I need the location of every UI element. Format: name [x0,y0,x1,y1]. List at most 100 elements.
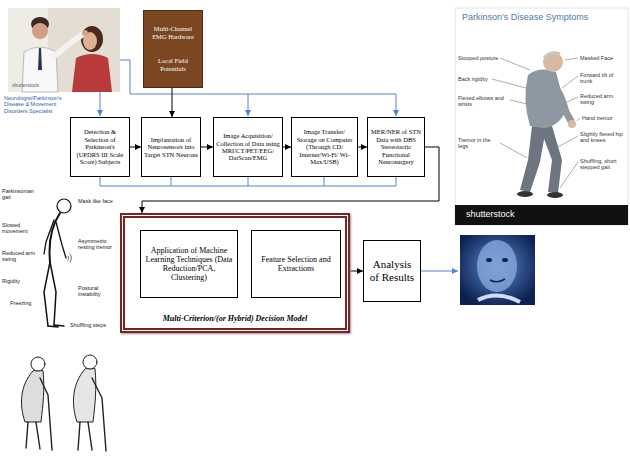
symptom-label: Freezing [10,300,40,306]
parkinsonian-figure [50,262,56,325]
symptom-label: Forward tilt of trunk [580,72,625,85]
symptoms-poster [547,192,563,198]
flow-arrow [350,271,363,272]
elderly-sketch [83,355,97,369]
box-text: Local Field Potentials [147,57,199,73]
symptom-label: Postural instability [78,285,118,298]
doctor-patient-photo [81,26,103,52]
data-flow-line [100,92,101,116]
symptoms-poster [565,58,578,60]
symptoms-poster [520,126,546,192]
parkinsonian-figure [44,199,72,327]
process-box: Image Acquisition/ Collection of Data us… [213,117,283,177]
flow-arrow [283,147,291,148]
doctor-patient-photo [8,8,120,92]
process-box: Application of Machine Learning Techniqu… [140,230,238,298]
symptoms-poster [492,79,526,88]
symptom-label: Parkinsonian gait [2,188,42,201]
patient-face-image [502,258,508,262]
box-text: Image Transfer/ Storage on Computer (Thr… [294,128,355,165]
doctor-patient-photo [32,23,48,39]
box-text: Application of Machine Learning Techniqu… [144,246,234,283]
symptoms-poster [455,8,628,225]
hardware-box: Multi-Channel EMG HardwareLocal Field Po… [143,10,203,88]
patient-face-image [478,295,520,302]
data-flow-line [248,94,249,116]
parkinsonian-figure [49,213,60,262]
flow-arrow [130,147,141,148]
process-box: Feature Selection and Extractions [251,230,341,298]
symptoms-poster [455,8,628,225]
symptom-label: Tremor in the legs [458,137,498,150]
parkinsonian-figure [57,199,71,213]
symptoms-poster [556,136,578,148]
symptom-label: Reduced arm swing [2,250,38,263]
symptom-label: Shuffling steps [70,322,116,328]
photo-caption: Neurologist/Parkinson's Disease & Moveme… [4,95,66,114]
elderly-sketch [31,357,45,371]
box-text: Multi-Channel EMG Hardware [147,25,199,41]
symptom-label: Shuffling, short stepped gait [580,158,625,171]
elderly-sketch [21,355,106,451]
watermark: shutterstock [12,83,62,89]
doctor-patient-photo [54,34,83,56]
symptoms-poster [560,162,578,188]
parkinsonian-figure [44,220,54,254]
process-box: Implantation of Neurosensors into Target… [141,117,201,177]
symptom-label: Asymmetric resting tremor [78,238,118,251]
box-text: Feature Selection and Extractions [255,255,337,273]
watermark: shutterstock [466,209,546,219]
result-box: Analysis of Results [363,240,421,302]
symptom-label: Rigidity [2,278,38,284]
symptoms-poster [517,191,533,197]
symptom-label: Stooped posture [458,55,500,61]
symptom-label: Flexed elbows and wrists [458,95,508,108]
symptoms-poster [577,118,580,121]
symptoms-poster [543,52,563,72]
data-flow-line [421,271,458,272]
parkinsonian-figure [48,325,64,327]
symptom-label: Back rigidity [458,76,492,82]
elderly-sketch [73,369,95,422]
patient-face-image [460,235,535,305]
box-text: Detection & Selection of Parkinson's (UP… [73,128,127,165]
elderly-sketch [26,378,52,450]
decision-model-frame: Multi-Criterion/(or Hybrid) Decision Mod… [120,213,350,333]
doctor-patient-photo [38,48,42,70]
patient-face-image [486,258,492,262]
symptoms-poster [455,205,628,225]
parkinsonian-figure [56,222,66,258]
symptom-label: Hand tremor [582,115,625,121]
process-box: Image Transfer/ Storage on Computer (Thr… [291,117,358,177]
symptom-label: Masked Face [580,55,625,61]
flow-arrow [172,88,173,117]
patient-face-image [490,279,505,282]
symptoms-poster [568,120,576,128]
box-text: MER/NER of STN Data with DBS Stereotacti… [370,128,422,165]
symptoms-poster [492,58,580,188]
symptom-label: Slightly flexed hip and knees [580,131,625,144]
symptoms-poster [540,126,562,193]
flow-arrow [201,147,213,148]
symptoms-poster [550,78,571,121]
symptoms-poster [562,76,578,88]
doctor-patient-photo [72,54,112,92]
symptoms-poster [544,53,560,58]
patient-face-image [460,235,535,305]
symptoms-poster [500,143,527,158]
frame-heading: Multi-Criterion/(or Hybrid) Decision Mod… [125,314,345,323]
symptom-label: Reduced arm swing [580,93,625,106]
poster-title: Parkinson's Disease Symptoms [462,12,622,22]
process-box: MER/NER of STN Data with DBS Stereotacti… [367,117,425,177]
patient-face-image [477,240,517,292]
symptom-label: Slowed movement [2,222,38,235]
symptom-label: Mask like face [78,198,118,204]
symptoms-poster [510,100,527,104]
parkinsonian-figure [44,262,50,326]
symptoms-poster [567,97,578,102]
elderly-sketch [78,378,106,451]
doctor-patient-photo [8,8,120,92]
box-text: Implantation of Neurosensors into Target… [144,136,198,158]
box-text: Analysis of Results [367,258,417,283]
